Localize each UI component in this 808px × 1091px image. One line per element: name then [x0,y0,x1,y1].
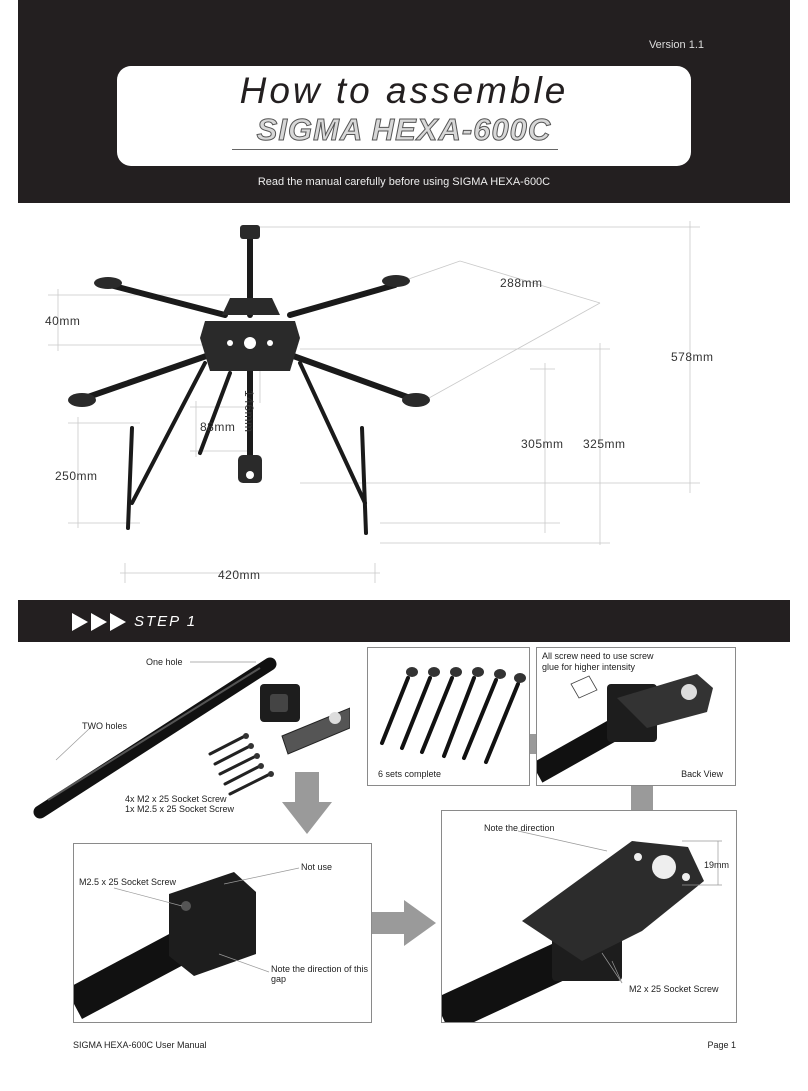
panel-six-sets: 6 sets complete [367,647,530,786]
plate-detail-illustration [442,830,722,1022]
label-screws-line1: 4x M2 x 25 Socket Screw [125,794,227,804]
glue-bottle-icon [570,675,598,699]
detail-clamp [169,872,256,976]
title-underline [232,149,558,150]
frame-dimension-diagram [48,221,700,583]
motor-shaft-hole [652,855,676,879]
label-six-sets: 6 sets complete [378,769,442,779]
version-label: Version 1.1 [648,39,704,51]
dim-325mm: 325mm [583,437,626,451]
title-how-to-assemble: How to assemble [239,70,569,111]
label-note-direction: Note the direction [484,823,555,833]
dim-578mm: 578mm [671,350,714,364]
motor-mount-right-bottom [402,393,430,407]
motor-mount-right-top [382,275,410,287]
motor-mount-top [240,225,260,239]
footer-manual-title: SIGMA HEXA-600C User Manual [73,1040,207,1050]
step-banner [18,600,790,642]
label-19mm: 19mm [704,860,730,870]
panel-clamp-detail: M2.5 x 25 Socket Screw Not use Note the … [73,843,372,1023]
dim-40mm: 40mm [45,314,81,328]
dim-420mm: 420mm [218,568,261,582]
label-two-holes: TWO holes [82,721,128,731]
dim-305mm: 305mm [521,437,564,451]
dim-146mm: 146mm [242,390,256,433]
label-m25-screw: M2.5 x 25 Socket Screw [79,877,177,887]
back-view-tube [537,718,623,783]
step-title: STEP 1 [134,613,198,630]
socket-screws [208,734,272,796]
label-m2-screw: M2 x 25 Socket Screw [629,984,719,994]
motor-mount-left-bottom [68,393,96,407]
six-arms-illustration [380,667,526,764]
tube-highlight [47,667,261,801]
title-box: How to assemble SIGMA HEXA-600C [117,66,691,166]
dim-288mm: 288mm [500,276,543,290]
landing-legs [126,361,368,535]
label-not-use: Not use [301,862,333,872]
panel-plate-detail: Note the direction 19mm M2 x 25 Socket S… [441,810,737,1023]
carbon-motor-plate [522,841,704,961]
panel-back-view: All screw need to use screw glue for hig… [536,647,736,786]
dimension-lines [48,221,700,583]
label-screws-line2: 1x M2.5 x 25 Socket Screw [125,804,235,814]
motor-mount-bottom [238,455,262,483]
label-glue-line2: glue for higher intensity [542,662,636,672]
carbon-arm-tube [33,657,277,819]
hexacopter-frame [82,230,413,535]
plate-holes [227,337,273,479]
arrow-right-icon [370,900,436,946]
frame-arms [82,230,413,468]
footer-page-number: Page 1 [707,1040,736,1050]
label-back-view: Back View [681,769,723,779]
title-product-name: SIGMA HEXA-600C [256,112,552,148]
arrow-down-icon [282,772,332,834]
clamp-detail-illustration [74,867,300,1019]
label-glue-line1: All screw need to use screw [542,651,654,661]
header-subtitle: Read the manual carefully before using S… [257,176,551,188]
triple-arrow-icon [72,613,126,631]
label-one-hole: One hole [146,657,183,667]
dim-250mm: 250mm [55,469,98,483]
back-view-illustration [537,674,713,783]
detail-screw-head [181,901,191,911]
label-gap-direction: Note the direction of this gap [271,964,369,984]
parts-illustration [33,657,350,819]
motor-mount-left-top [94,277,122,289]
dim-88mm: 88mm [200,420,236,434]
top-plate [222,298,280,315]
